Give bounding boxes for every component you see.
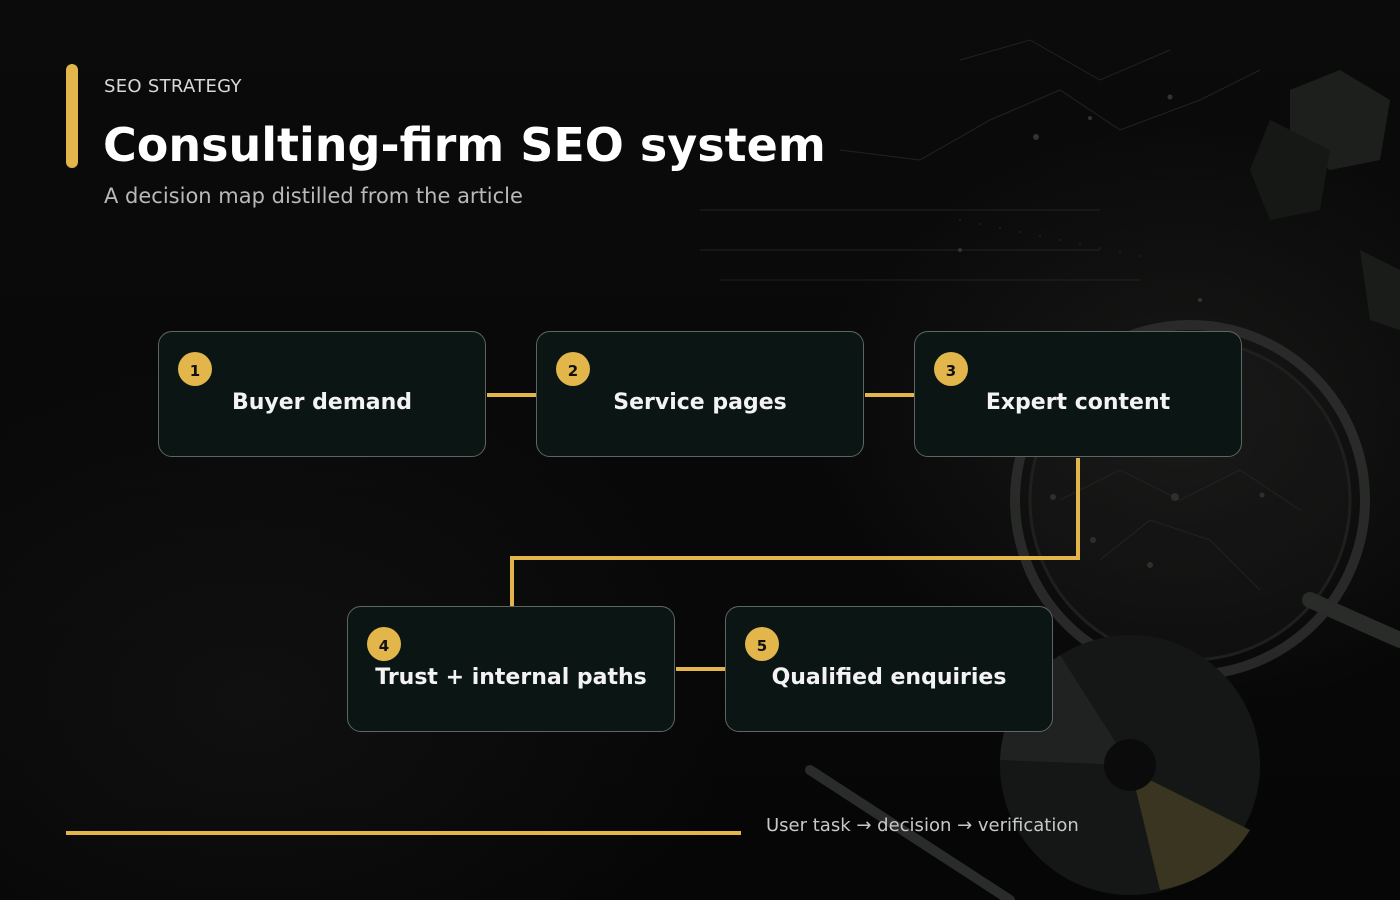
flow-step-qualified-enquiries: 5 Qualified enquiries — [725, 606, 1053, 732]
header-accent-bar — [66, 64, 78, 168]
step-label: Qualified enquiries — [771, 665, 1007, 690]
flow-step-expert-content: 3 Expert content — [914, 331, 1242, 457]
page-subtitle: A decision map distilled from the articl… — [104, 184, 523, 208]
flow-step-service-pages: 2 Service pages — [536, 331, 864, 457]
step-label: Expert content — [985, 390, 1171, 415]
step-label: Trust + internal paths — [375, 665, 647, 690]
step-number-badge: 2 — [556, 352, 590, 386]
step-number-badge: 4 — [367, 627, 401, 661]
flow-step-buyer-demand: 1 Buyer demand — [158, 331, 486, 457]
step-number-badge: 5 — [745, 627, 779, 661]
step-number-badge: 1 — [178, 352, 212, 386]
flow-step-trust-internal-paths: 4 Trust + internal paths — [347, 606, 675, 732]
step-label: Buyer demand — [231, 390, 413, 415]
footer-caption: User task → decision → verification — [766, 815, 1079, 836]
page-title: Consulting-firm SEO system — [103, 118, 826, 172]
footer-rule — [66, 831, 741, 835]
eyebrow-label: SEO STRATEGY — [104, 76, 242, 97]
step-label: Service pages — [613, 390, 787, 415]
step-number-badge: 3 — [934, 352, 968, 386]
